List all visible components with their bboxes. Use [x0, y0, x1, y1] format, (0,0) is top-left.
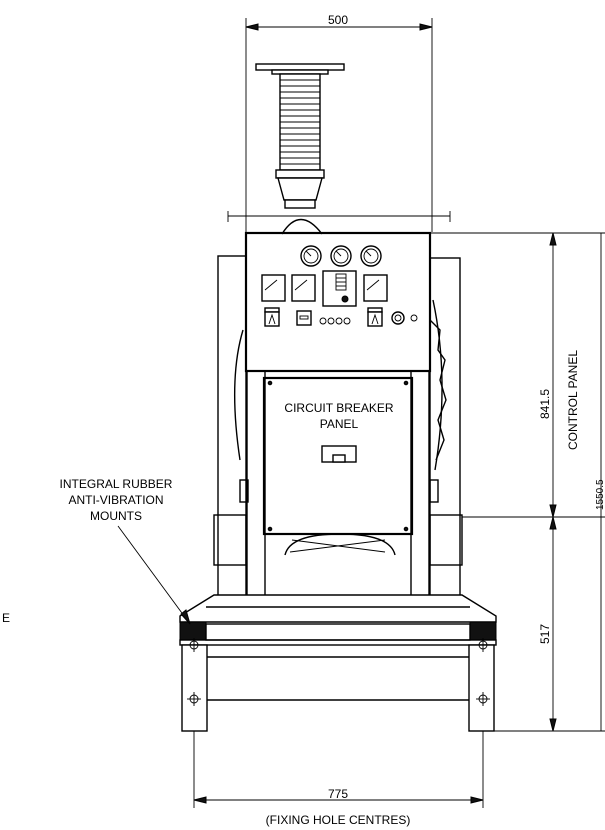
- panel-switches: [264, 307, 418, 327]
- rubber-mount-right: [469, 621, 497, 641]
- exhaust-bellows: [280, 79, 320, 165]
- fixing-holes: [187, 638, 490, 706]
- dim-top-width: 500: [328, 13, 348, 27]
- cb-panel-label-line2: PANEL: [320, 417, 359, 431]
- mounts-callout: INTEGRAL RUBBER ANTI-VIBRATION MOUNTS: [60, 477, 191, 625]
- dim-fixing-centres: 775: [328, 787, 348, 801]
- mounts-label-line2: ANTI-VIBRATION: [68, 493, 163, 507]
- fixing-hole-centres-label: (FIXING HOLE CENTRES): [266, 813, 411, 827]
- dim-lower-height: 517: [538, 624, 552, 644]
- left-edge-fragment: E: [2, 611, 10, 625]
- exhaust-pipe: [255, 63, 345, 235]
- bottom-dimension: 775 (FIXING HOLE CENTRES): [193, 731, 484, 827]
- circuit-breaker-panel: CIRCUIT BREAKER PANEL: [246, 370, 430, 597]
- dim-right-edge-partial: 1550.5: [595, 479, 605, 510]
- panel-meters: [261, 270, 388, 307]
- cb-panel-label-line1: CIRCUIT BREAKER: [284, 401, 393, 415]
- right-dimensions: 841.5 CONTROL PANEL 517 1550.5: [430, 232, 605, 732]
- top-width-dimension: 500: [245, 13, 433, 234]
- control-panel-label: CONTROL PANEL: [566, 350, 580, 450]
- rubber-mount-left: [179, 621, 207, 641]
- mounts-label-line1: INTEGRAL RUBBER: [60, 477, 173, 491]
- dim-control-panel-height: 841.5: [538, 389, 552, 419]
- base-frame: [179, 594, 497, 732]
- control-panel: [244, 231, 432, 373]
- mounts-label-line3: MOUNTS: [90, 509, 142, 523]
- gauge-dials: [300, 245, 382, 267]
